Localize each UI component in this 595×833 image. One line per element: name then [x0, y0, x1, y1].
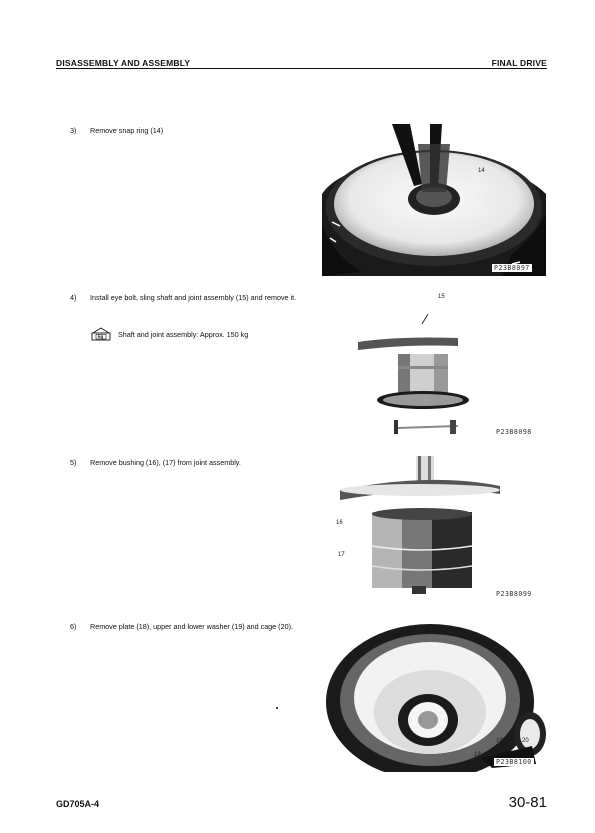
page-number: 30-81	[508, 794, 547, 811]
photo-plate-washer-cage-removal: 19 20 18 P23B8100	[322, 618, 546, 780]
step-number: 6)	[70, 622, 77, 631]
step-number: 5)	[70, 458, 77, 467]
step-text: Remove bushing (16), (17) from joint ass…	[90, 458, 241, 467]
section-title: DISASSEMBLY AND ASSEMBLY	[56, 58, 191, 68]
step-number: 3)	[70, 126, 77, 135]
photo-code: P23B8097	[492, 264, 532, 272]
chapter-title: FINAL DRIVE	[491, 58, 547, 68]
photo-shaft-joint-removal: 15 P23B8098	[358, 292, 558, 442]
weight-note-text: Shaft and joint assembly: Approx. 150 kg	[118, 329, 249, 339]
photo-bushing-removal: 16 17 P23B8099	[330, 456, 550, 602]
scan-speck	[276, 707, 278, 709]
callout-20: 20	[522, 738, 529, 744]
weight-icon-label: kg	[98, 334, 104, 339]
step-text: Remove plate (18), upper and lower washe…	[90, 622, 293, 631]
weight-icon: kg	[90, 327, 112, 341]
callout-18: 18	[474, 752, 481, 758]
step-number: 4)	[70, 293, 77, 302]
footer-model: GD705A-4	[56, 799, 100, 809]
callout-15: 15	[438, 294, 445, 300]
weight-note: kg Shaft and joint assembly: Approx. 150…	[90, 327, 248, 341]
photo-snap-ring-removal: 14 P23B8097	[322, 124, 546, 276]
callout-17: 17	[338, 552, 345, 558]
callout-16: 16	[336, 520, 343, 526]
step-text: Install eye bolt, sling shaft and joint …	[90, 293, 297, 302]
callout-19: 19	[496, 738, 503, 744]
step-text: Remove snap ring (14)	[90, 126, 164, 135]
photo-code: P23B8099	[496, 590, 532, 598]
photo-code: P23B8098	[496, 428, 532, 436]
photo-code: P23B8100	[494, 758, 534, 766]
header-rule	[56, 68, 547, 69]
callout-14: 14	[478, 168, 485, 174]
